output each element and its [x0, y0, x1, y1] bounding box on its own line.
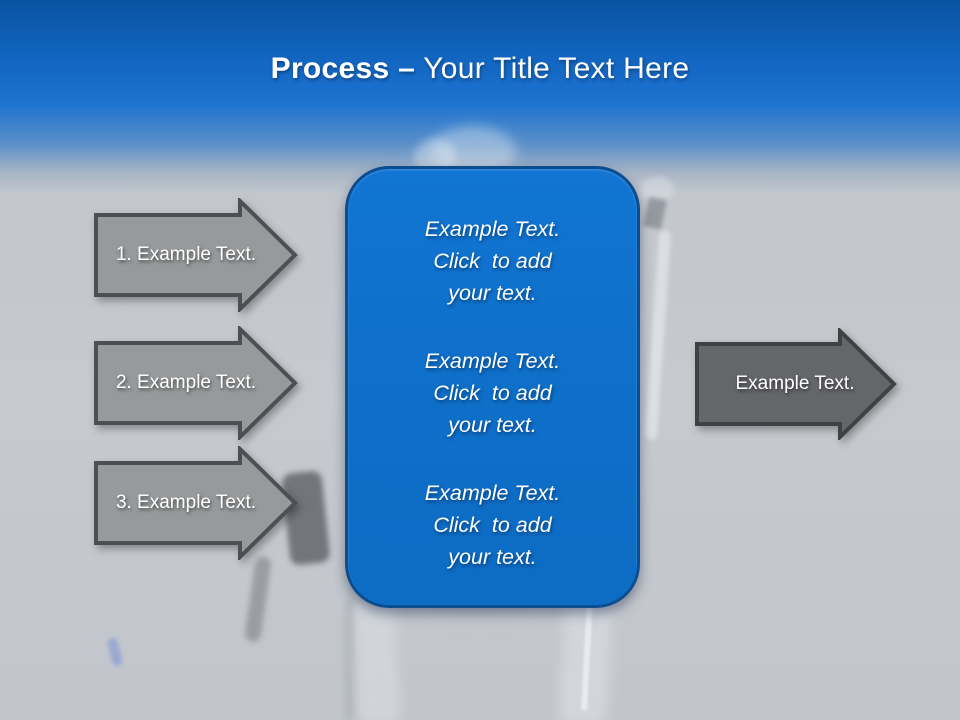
robot-blue-glint [106, 637, 124, 667]
right-arrow-shape-icon [94, 198, 298, 312]
robot-left-leg-edge [344, 600, 354, 720]
panel-text-block-2: Example Text. Click to add your text. [424, 349, 561, 437]
output-arrow[interactable]: Example Text. [695, 328, 899, 440]
panel-text-block-1: Example Text. Click to add your text. [424, 217, 561, 305]
robot-left-leg-shape [352, 594, 402, 720]
center-text-panel[interactable]: Example Text. Click to add your text. Ex… [345, 166, 640, 608]
slide-title-keyword: Process – [270, 52, 416, 85]
step-1-label: 1. Example Text. [115, 244, 257, 265]
robot-shoulder-shape [640, 176, 674, 202]
robot-right-leg-highlight [581, 597, 593, 711]
process-step-arrow-3[interactable]: 3. Example Text. [94, 446, 298, 560]
robot-arm-highlight [644, 229, 672, 441]
right-arrow-shape-icon [695, 328, 897, 440]
output-arrow-label: Example Text. [735, 373, 855, 394]
robot-hand-shape [643, 196, 667, 230]
process-step-arrow-1[interactable]: 1. Example Text. [94, 198, 298, 312]
process-step-arrow-2[interactable]: 2. Example Text. [94, 326, 298, 440]
right-arrow-shape-icon [94, 446, 298, 560]
robot-left-arm-lower-shape [244, 555, 272, 643]
slide-title-subtitle: Your Title Text Here [415, 52, 690, 85]
step-2-label: 2. Example Text. [115, 372, 257, 393]
step-3-label: 3. Example Text. [115, 492, 257, 513]
slide-title: Process – Your Title Text Here [0, 52, 960, 86]
right-arrow-shape-icon [94, 326, 298, 440]
panel-text-block-3: Example Text. Click to add your text. [424, 481, 561, 569]
